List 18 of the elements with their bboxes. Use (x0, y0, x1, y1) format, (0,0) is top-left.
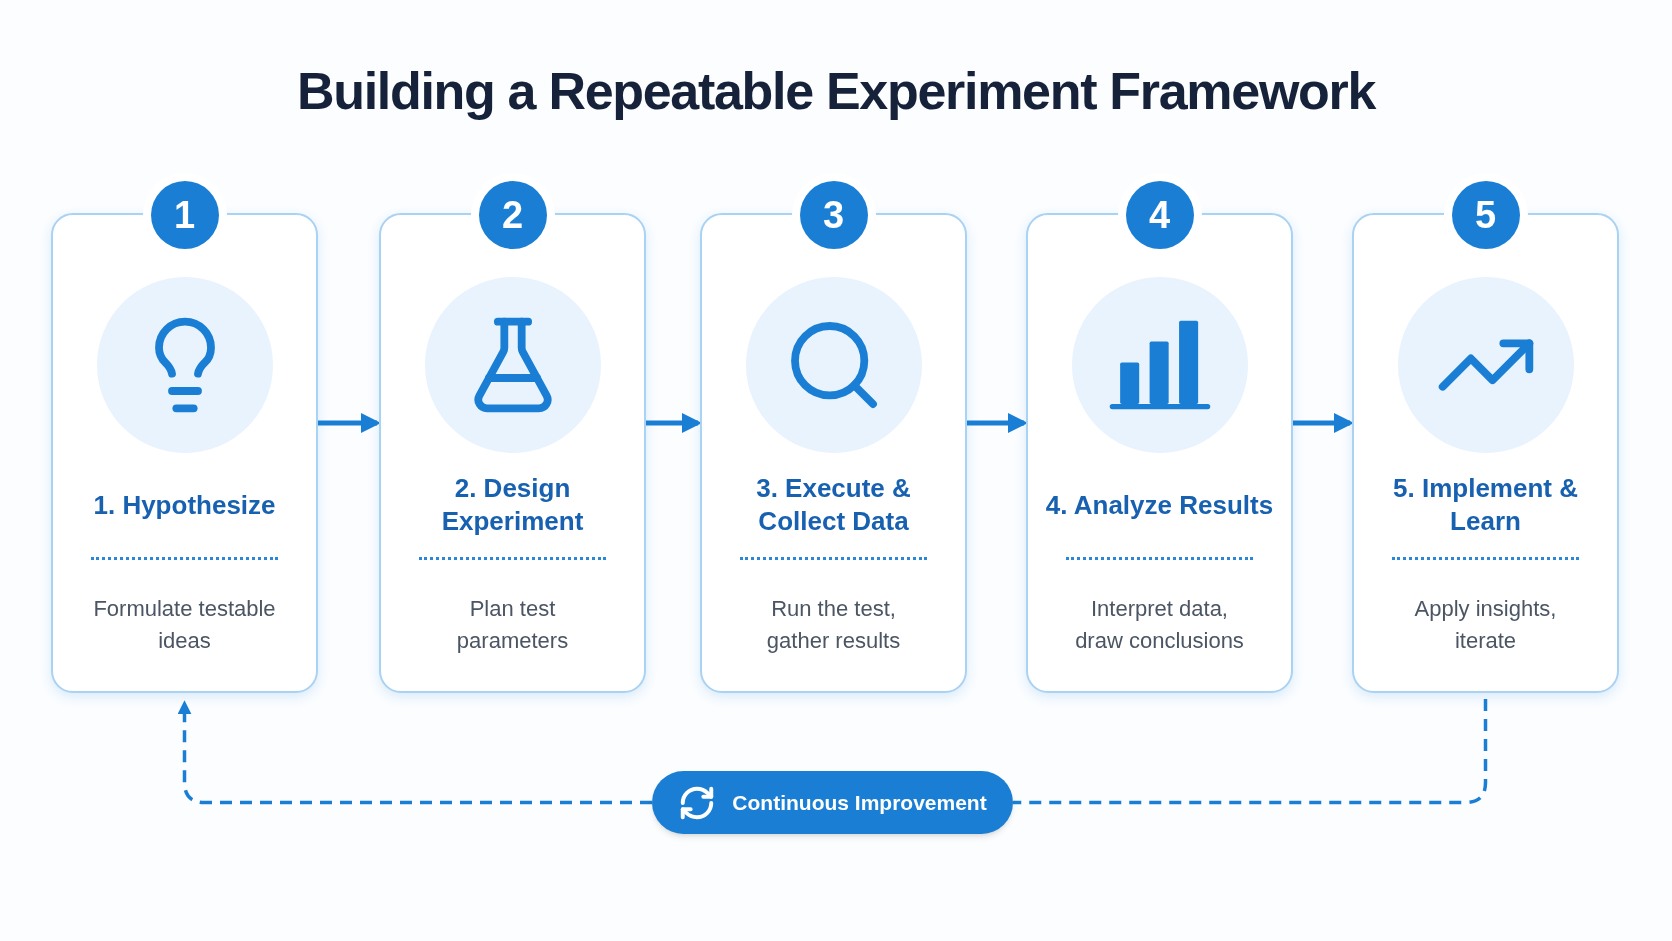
step-description: Run the test, gather results (765, 595, 902, 655)
step-heading: 3. Execute & Collect Data (755, 472, 912, 538)
pill-label: Continuous Improvement (732, 789, 987, 816)
step-heading: 4. Analyze Results (1045, 488, 1274, 522)
step-description: Formulate testable ideas (93, 595, 276, 655)
step-heading: 1. Hypothesize (93, 488, 276, 522)
step-description: Apply insights, iterate (1413, 595, 1558, 655)
arrow (318, 413, 381, 433)
arrow (1293, 413, 1354, 433)
step-heading: 5. Implement & Learn (1392, 472, 1579, 538)
pill-badge (652, 771, 1013, 834)
dashed-loop-arrow (177, 700, 652, 805)
step-heading: 2. Design Experiment (440, 472, 585, 538)
step-description: Interpret data, draw conclusions (1074, 595, 1245, 655)
arrow (646, 413, 702, 433)
arrow (967, 413, 1028, 433)
step-description: Plan test parameters (455, 595, 570, 655)
title: Building a Repeatable Experiment Framework (296, 61, 1376, 122)
